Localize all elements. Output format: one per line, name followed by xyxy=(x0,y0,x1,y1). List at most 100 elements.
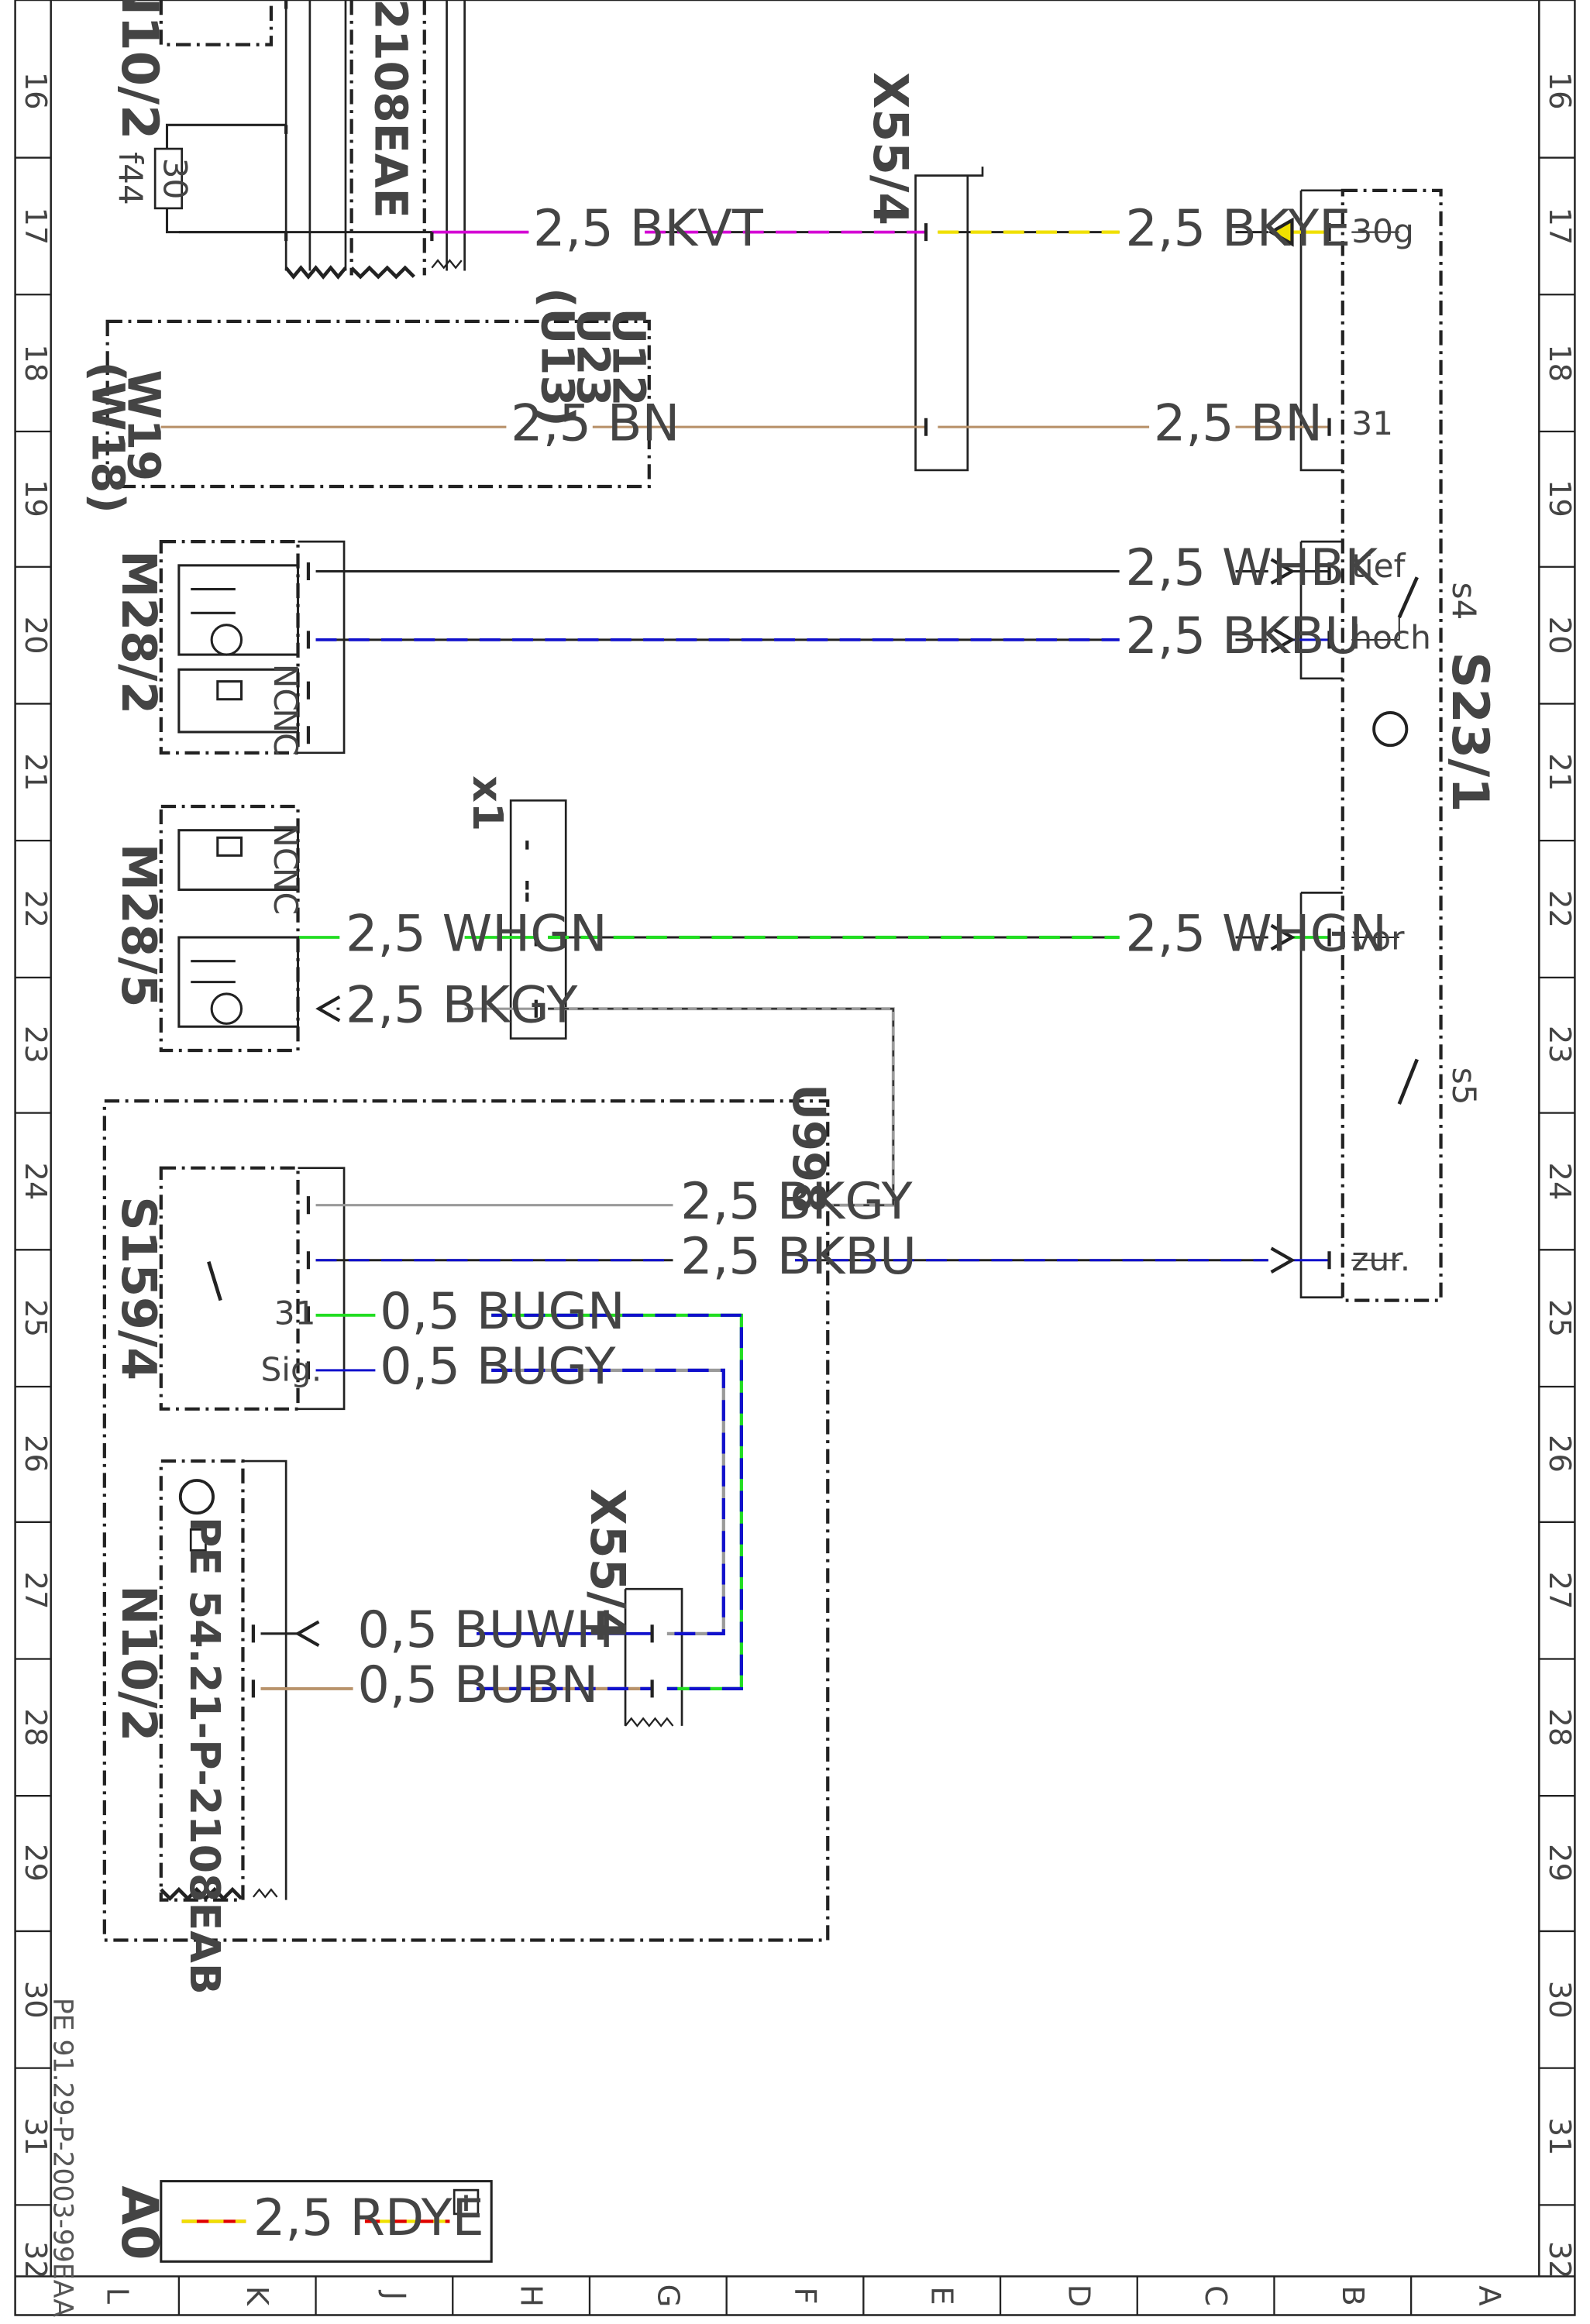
grid-row-label: 20 xyxy=(1542,617,1577,655)
pin-label-31-s159: 31 xyxy=(274,1294,316,1332)
grid-row-label: 29 xyxy=(18,1844,53,1882)
component-label-u998: U998 xyxy=(783,1084,835,1213)
cut-zigzag xyxy=(350,265,415,280)
grid-col-label: C xyxy=(1198,2285,1233,2306)
grid-row-label: 18 xyxy=(18,344,53,382)
grid-row-ticks xyxy=(15,156,1575,2206)
legend-wire-label: 2,5 RDYE xyxy=(253,2188,484,2247)
ref-2108eae-connector xyxy=(446,0,466,271)
x1-housing xyxy=(509,799,567,1040)
switch-s159 xyxy=(207,1261,222,1301)
m28-5-symbols xyxy=(177,829,300,1028)
wire-label-buwh: 0,5 BUWH xyxy=(357,1600,614,1659)
terminal-mark xyxy=(251,0,1331,1698)
info-icon xyxy=(453,2188,480,2216)
cut-zigzag-small xyxy=(625,1717,674,1728)
grid-row-label: 21 xyxy=(1542,753,1577,791)
u12-u23-outline xyxy=(105,319,651,489)
grid-col-label: G xyxy=(650,2284,685,2308)
wire-label-bubn: 0,5 BUBN xyxy=(357,1655,598,1714)
grid-row-label: 27 xyxy=(1542,1572,1577,1610)
component-label-u23: U23 xyxy=(567,308,619,406)
wire-label-whbk: 2,5 WHBK xyxy=(1125,538,1379,597)
pin-label-zur: zur. xyxy=(1351,1240,1410,1278)
grid-col-labels: L K J H G F E D C B A xyxy=(100,2284,1507,2308)
grid-row-label: 32 xyxy=(18,2241,53,2279)
component-label-2108eae: P-2108EAE xyxy=(364,0,416,218)
n10-2-bottom-outline xyxy=(159,1459,245,1902)
grid-row-label: 19 xyxy=(1542,480,1577,517)
grid-col-ticks xyxy=(177,2276,1413,2315)
cut-zigzag xyxy=(160,1886,243,1901)
n10-2-bottom-connector-housing xyxy=(243,1459,287,1900)
component-label-u12: U12 xyxy=(603,308,655,406)
s159-4-outline xyxy=(159,1166,300,1411)
arrow-marker xyxy=(1270,923,1296,951)
wire-label-bkgy: 2,5 BKGY xyxy=(680,1172,914,1231)
n10-2-top-outline xyxy=(159,0,274,46)
arrow-marker xyxy=(1268,217,1294,247)
legend-box xyxy=(160,2180,493,2263)
m28-2-connector-housing xyxy=(298,540,346,755)
wire-label-bn: 2,5 BN xyxy=(511,394,680,453)
component-label-n10-2: N10/2 xyxy=(110,0,169,139)
fuse-f44-body xyxy=(153,147,184,210)
grid-row-label: 25 xyxy=(18,1299,53,1337)
s23-1-internal-wire xyxy=(1351,231,1400,1261)
fuse-f44-value: 30 xyxy=(157,158,194,200)
wire-bkgy-route xyxy=(548,1008,894,1206)
component-label-x55-4: X55/4 xyxy=(580,1488,635,1642)
arrow-marker xyxy=(1270,1246,1296,1274)
s23-1-sensor-symbol xyxy=(1372,711,1409,748)
grid-row-labels-left: 16 17 18 19 20 21 22 23 24 25 26 27 28 2… xyxy=(18,72,53,2279)
arrow-marker xyxy=(294,1620,320,1648)
grid-row-label: 22 xyxy=(18,890,53,928)
n10-2-sensor-symbol xyxy=(178,1479,215,1515)
grid-col-label: B xyxy=(1335,2285,1370,2305)
m28-2-symbols xyxy=(177,564,300,734)
switch-symbols xyxy=(207,576,1419,1301)
grid-row-label: 26 xyxy=(1542,1435,1577,1473)
u998-outline xyxy=(102,1099,830,1942)
component-label-s159-4: S159/4 xyxy=(111,1196,166,1380)
grid-row-label: 22 xyxy=(1542,890,1577,928)
m28-2-nc-label: NC xyxy=(267,708,305,755)
grid-row-label: 27 xyxy=(18,1572,53,1610)
grid-row-label: 31 xyxy=(18,2118,53,2156)
component-label-w19: W19 xyxy=(118,370,170,481)
grid-col-label: J xyxy=(377,2290,411,2300)
grid-col-label: L xyxy=(100,2288,135,2305)
grid-row-label: 31 xyxy=(1542,2118,1577,2156)
wire-label-bkbu: 2,5 BKBU xyxy=(1125,607,1361,665)
component-label-2108eab: PE 54.21-P-2108EAB xyxy=(181,1517,229,1995)
s23-1-outline xyxy=(1340,188,1443,1302)
m28-2-nc-label: NC xyxy=(267,664,305,711)
grid-row-label: 24 xyxy=(1542,1163,1577,1201)
switch-s4 xyxy=(1397,576,1419,618)
cut-zigzag xyxy=(284,265,347,280)
b-connector-lower-housing xyxy=(1299,892,1343,1299)
wire-label-bkgy: 2,5 BKGY xyxy=(346,975,579,1034)
s159-4-connector-housing xyxy=(298,1167,346,1411)
ref-2108eae-outline xyxy=(349,0,426,276)
wire-bugy-route xyxy=(491,1368,725,1635)
grid-row-label: 30 xyxy=(18,1981,53,2019)
pin-label-tief: tief xyxy=(1351,547,1406,585)
grid-row-label: 29 xyxy=(1542,1844,1577,1882)
component-label-s23-1: S23/1 xyxy=(1440,651,1499,812)
grid-row-label: 23 xyxy=(1542,1026,1577,1064)
grid-row-label: 28 xyxy=(1542,1708,1577,1746)
grid-col-label: E xyxy=(924,2286,959,2305)
grid-row-label: 19 xyxy=(18,480,53,517)
component-label-u13: (U13) xyxy=(531,287,583,427)
fuse-f44-label: f44 xyxy=(112,152,150,205)
info-icon-glyph: i xyxy=(463,2192,470,2216)
pin-label-hoch: hoch xyxy=(1351,618,1431,656)
grid-col-label: H xyxy=(514,2284,549,2307)
component-label-x1: x1 xyxy=(463,775,512,831)
pin-label-31: 31 xyxy=(1351,404,1393,442)
grid-row-label: 16 xyxy=(18,72,53,110)
m28-5-outline xyxy=(159,804,300,1053)
wire-label-bkbu: 2,5 BKBU xyxy=(680,1227,917,1286)
